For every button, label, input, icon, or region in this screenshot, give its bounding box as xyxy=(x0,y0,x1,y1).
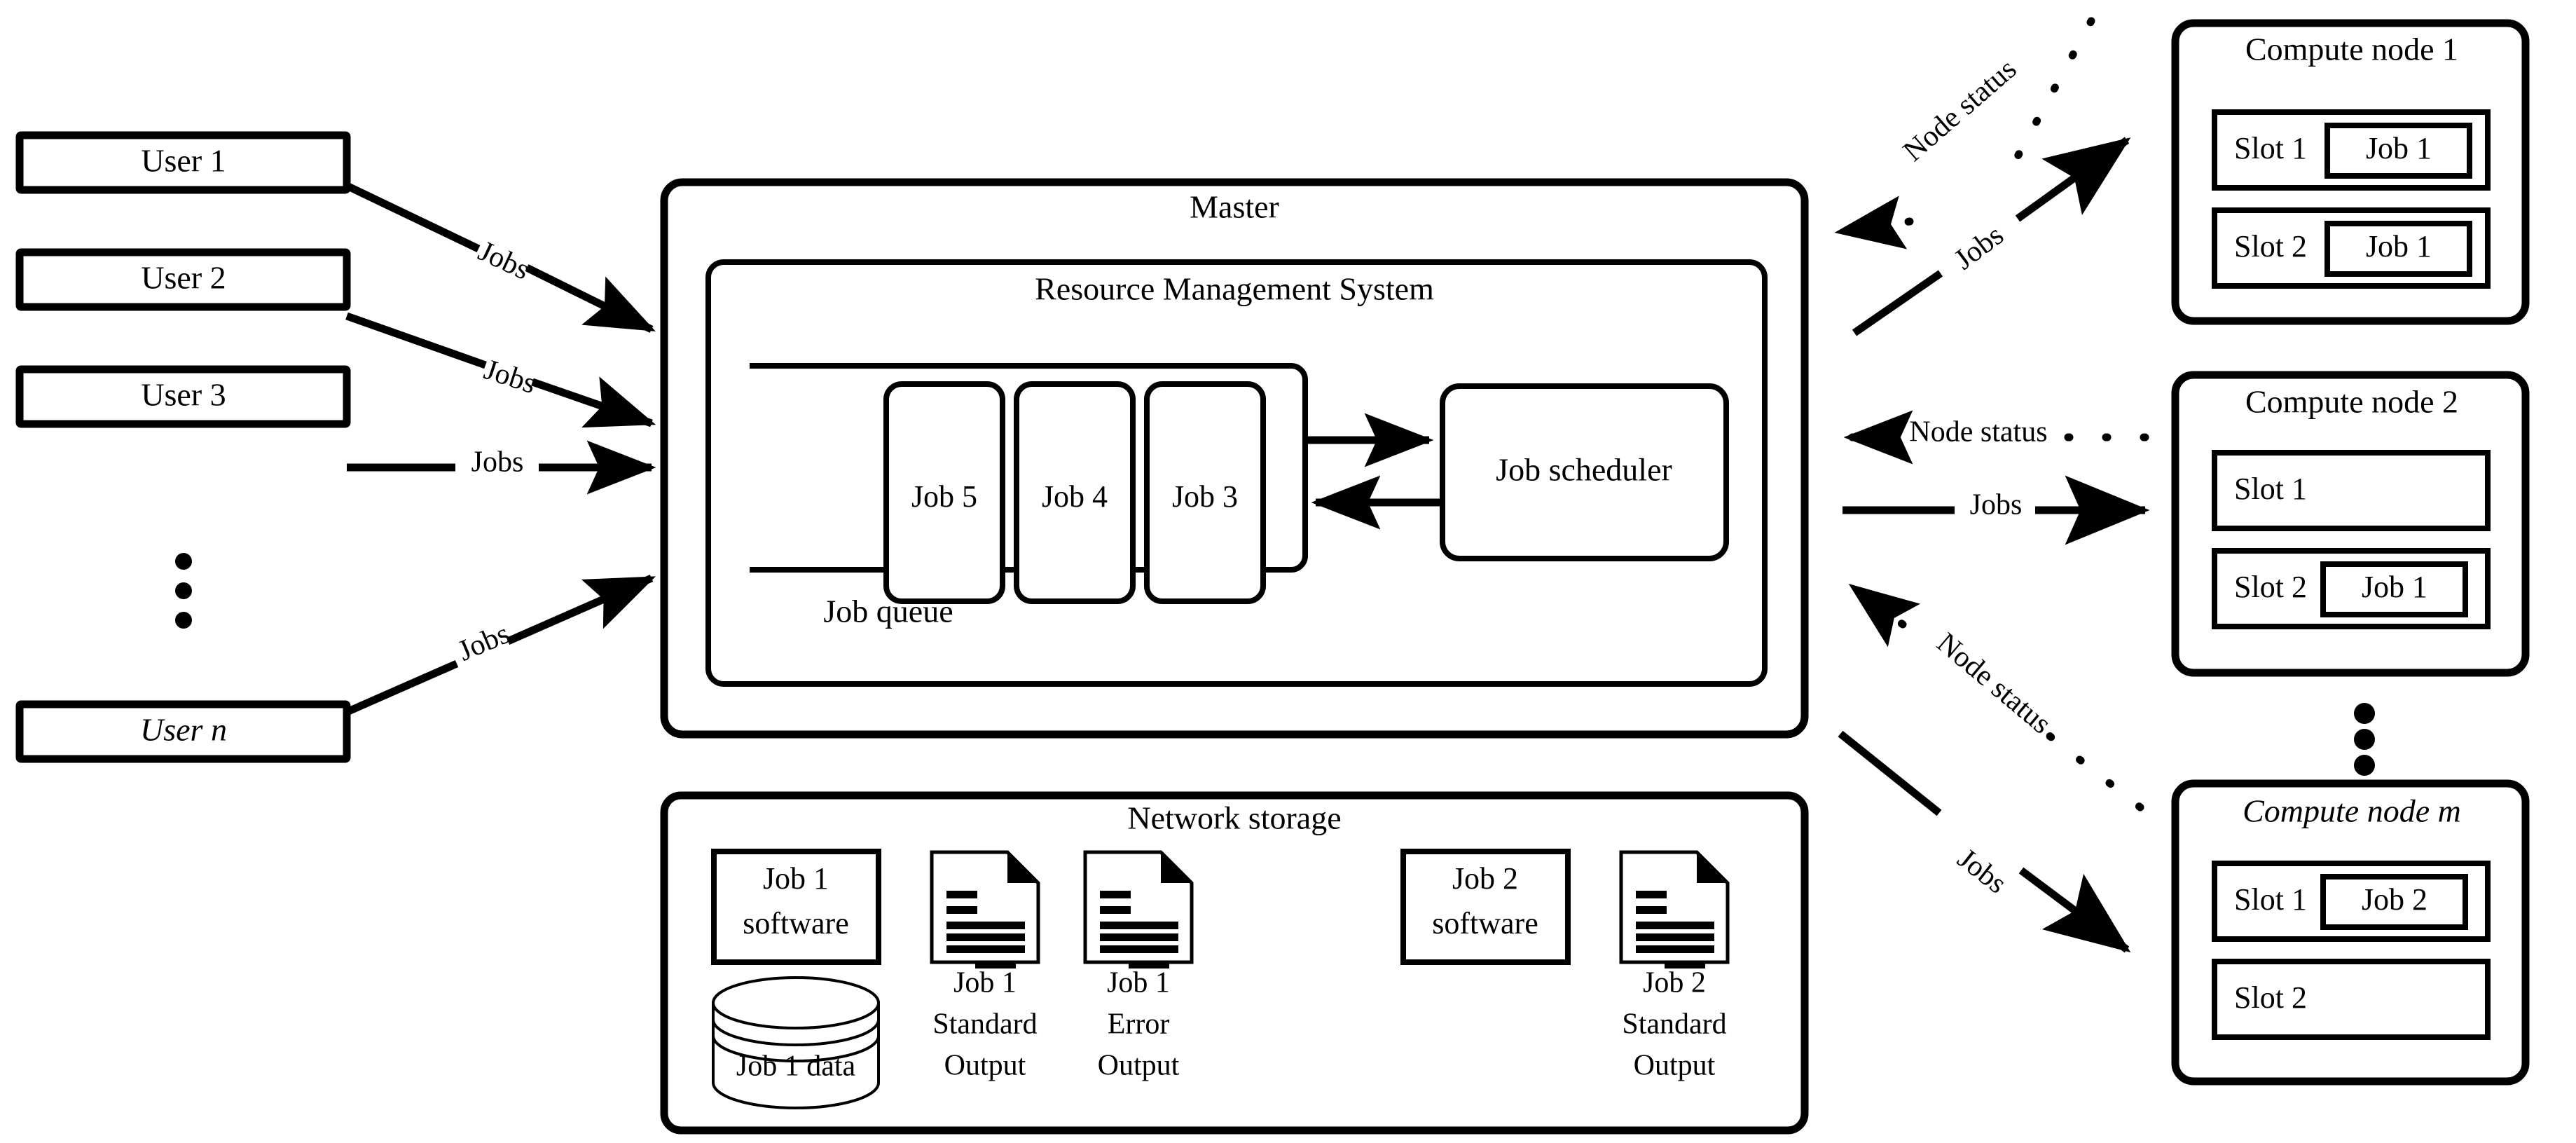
storage-item-line: Output xyxy=(1634,1050,1716,1082)
storage-item-line: Job 2 xyxy=(1452,861,1518,896)
user-box-1[interactable]: User 1 xyxy=(15,131,351,194)
storage-item-line: Output xyxy=(944,1050,1026,1082)
jobs-label: Jobs xyxy=(1951,842,2012,900)
storage-item-software[interactable]: Job 1 software xyxy=(711,849,881,965)
user-box-label: User 2 xyxy=(141,260,226,296)
compute-node-ellipsis-icon xyxy=(2354,703,2375,776)
compute-slot[interactable]: Slot 2 xyxy=(2212,959,2491,1040)
storage-item-line: Job 1 xyxy=(1107,967,1170,999)
compute-slot[interactable]: Slot 1 Job 2 xyxy=(2212,861,2491,942)
user-box-label: User 3 xyxy=(141,377,226,413)
node-status-label: Node status xyxy=(1909,416,2047,449)
resource-management-system-panel[interactable]: Resource Management System Job queue Job… xyxy=(705,259,1768,687)
storage-item-database[interactable]: Job 1 data xyxy=(712,976,880,1109)
rms-title: Resource Management System xyxy=(1035,271,1434,307)
queue-scheduler-arrows xyxy=(1305,413,1442,530)
storage-item-line: Job 1 xyxy=(763,861,829,896)
compute-slot[interactable]: Slot 2 Job 1 xyxy=(2212,548,2491,629)
storage-item-line: Standard xyxy=(1622,1008,1726,1041)
jobs-arrow-label: Jobs xyxy=(474,235,535,286)
master-node2-link: Node status Jobs xyxy=(1843,410,2150,545)
jobs-label: Jobs xyxy=(1970,489,2023,521)
document-icon xyxy=(930,850,1040,969)
compute-node-title: Compute node 1 xyxy=(2245,32,2458,67)
storage-item-line: Standard xyxy=(932,1008,1037,1041)
document-icon xyxy=(1619,850,1730,969)
job-scheduler-label: Job scheduler xyxy=(1496,452,1672,488)
user-box-label: User n xyxy=(140,712,227,748)
compute-slot[interactable]: Slot 1 Job 1 xyxy=(2212,109,2491,191)
storage-item-software[interactable]: Job 2 software xyxy=(1400,849,1571,965)
network-storage-panel[interactable]: Network storage Job 1 software Job 1 dat… xyxy=(660,791,1809,1135)
storage-item-line: Output xyxy=(1098,1050,1180,1082)
slot-job-label: Job 1 xyxy=(2366,131,2432,165)
storage-item-document[interactable]: Job 2 Standard Output xyxy=(1619,850,1730,1082)
queue-job-label: Job 4 xyxy=(1042,479,1108,514)
slot-job-label: Job 1 xyxy=(2366,229,2432,263)
storage-item-line: Job 2 xyxy=(1643,967,1706,999)
document-icon xyxy=(1083,850,1194,969)
storage-item-line: software xyxy=(743,906,849,940)
compute-node-1[interactable]: Compute node 1 Slot 1 Job 1 Slot 2 Job 1 xyxy=(2171,19,2530,325)
queue-job-label: Job 5 xyxy=(911,479,977,514)
storage-item-line: software xyxy=(1432,906,1538,940)
slot-job-label: Job 1 xyxy=(2362,570,2427,604)
storage-item-line: Job 1 xyxy=(953,967,1017,999)
jobs-arrow-label: Jobs xyxy=(471,446,524,479)
slot-label: Slot 1 xyxy=(2234,882,2307,917)
user-box-label: User 1 xyxy=(141,143,226,179)
user-box-n[interactable]: User n xyxy=(15,700,351,763)
job-queue-container[interactable]: Job queue Job 5 Job 4 Job 3 xyxy=(750,363,1308,629)
slot-label: Slot 2 xyxy=(2234,980,2307,1015)
slot-label: Slot 1 xyxy=(2234,472,2307,506)
network-storage-title: Network storage xyxy=(1127,800,1341,836)
compute-node-m[interactable]: Compute node m Slot 1 Job 2 Slot 2 xyxy=(2171,779,2530,1086)
slot-label: Slot 2 xyxy=(2234,570,2307,604)
jobs-label: Jobs xyxy=(1948,219,2009,276)
queue-job-card[interactable]: Job 4 xyxy=(1014,381,1136,604)
job-scheduler-box[interactable]: Job scheduler xyxy=(1440,383,1729,561)
compute-node-title: Compute node m xyxy=(2243,793,2461,829)
slot-job-chip[interactable]: Job 2 xyxy=(2320,874,2468,930)
slot-job-label: Job 2 xyxy=(2362,882,2427,917)
user-to-master-arrows: Jobs Jobs Jobs Jobs xyxy=(345,182,656,716)
database-cylinder-icon xyxy=(712,976,880,1109)
compute-node-title: Compute node 2 xyxy=(2245,384,2458,420)
storage-item-document[interactable]: Job 1 Standard Output xyxy=(930,850,1040,1082)
master-panel[interactable]: Master Resource Management System Job qu… xyxy=(660,178,1809,739)
node-status-label: Node status xyxy=(1931,627,2058,740)
jobs-arrow-label: Jobs xyxy=(480,353,539,400)
queue-job-label: Job 3 xyxy=(1172,479,1238,514)
node-status-label: Node status xyxy=(1897,53,2023,167)
slot-label: Slot 2 xyxy=(2234,229,2307,263)
slot-job-chip[interactable]: Job 1 xyxy=(2324,123,2472,179)
compute-node-2[interactable]: Compute node 2 Slot 1 Slot 2 Job 1 xyxy=(2171,371,2530,677)
slot-label: Slot 1 xyxy=(2234,131,2307,165)
slot-job-chip[interactable]: Job 1 xyxy=(2320,561,2468,617)
master-node1-link: Node status Jobs xyxy=(1834,17,2131,336)
compute-slot[interactable]: Slot 2 Job 1 xyxy=(2212,207,2491,289)
queue-job-card[interactable]: Job 5 xyxy=(883,381,1005,604)
user-list: User 1 User 2 User 3 User n xyxy=(15,131,351,763)
master-nodem-link: Node status Jobs xyxy=(1838,582,2144,953)
slot-job-chip[interactable]: Job 1 xyxy=(2324,221,2472,277)
storage-item-line: Error xyxy=(1108,1008,1170,1041)
user-box-2[interactable]: User 2 xyxy=(15,248,351,311)
master-title: Master xyxy=(1190,189,1279,225)
compute-slot[interactable]: Slot 1 xyxy=(2212,450,2491,531)
queue-job-card[interactable]: Job 3 xyxy=(1144,381,1266,604)
storage-item-line: Job 1 data xyxy=(736,1050,856,1083)
jobs-arrow-label: Jobs xyxy=(453,617,514,668)
storage-item-document[interactable]: Job 1 Error Output xyxy=(1083,850,1194,1082)
user-box-3[interactable]: User 3 xyxy=(15,365,351,428)
user-ellipsis-icon xyxy=(175,553,192,629)
